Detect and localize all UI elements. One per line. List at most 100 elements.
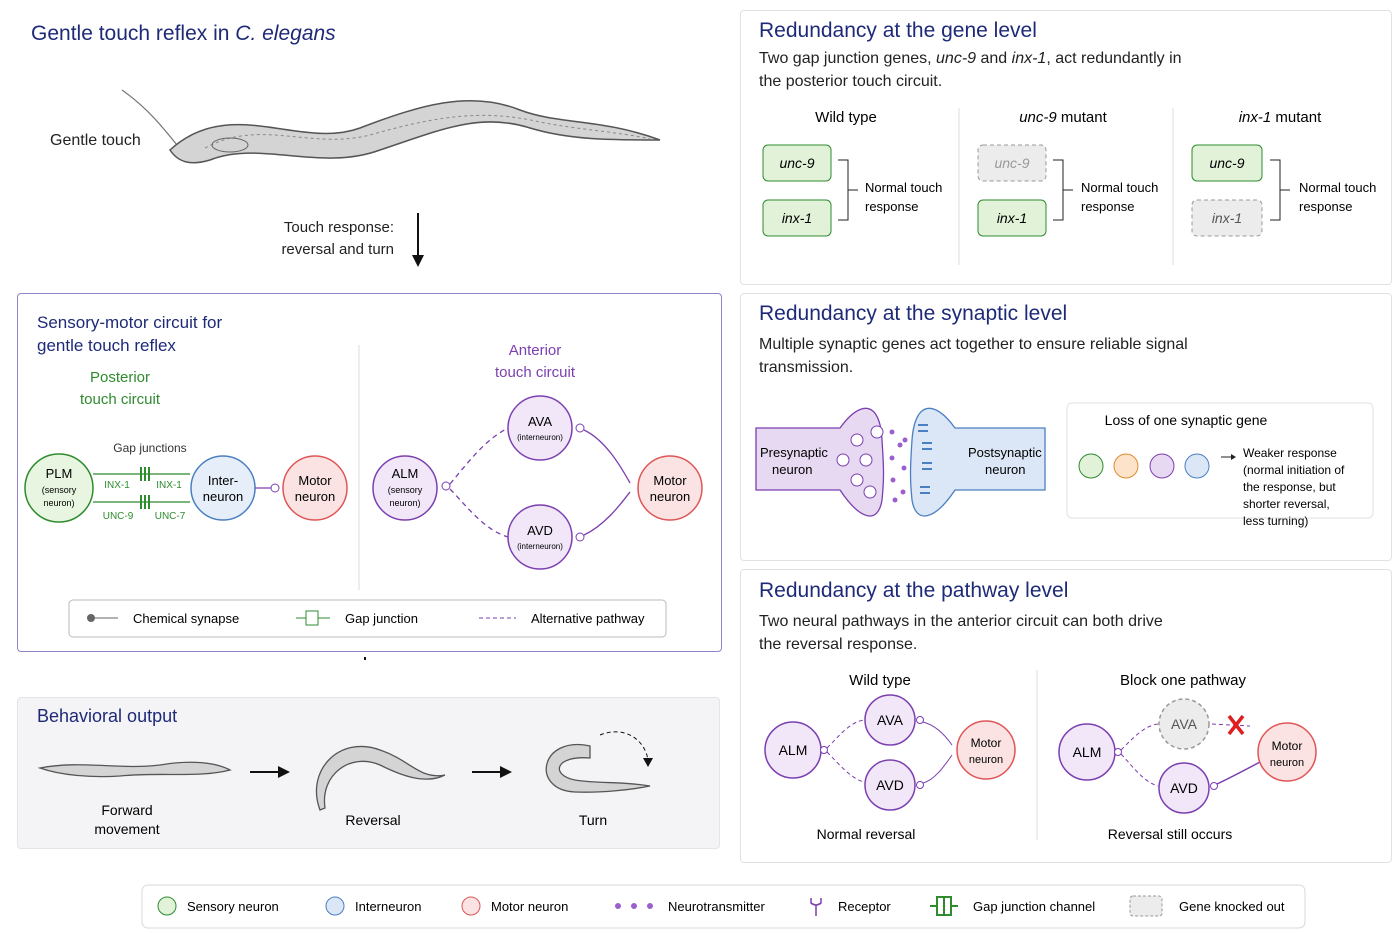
plm-neuron xyxy=(24,453,94,523)
gene-dot-green xyxy=(1078,453,1104,479)
gene-dot-orange xyxy=(1113,453,1139,479)
turn-label: Turn xyxy=(579,812,607,828)
legend-alt: Alternative pathway xyxy=(531,611,645,626)
circuit-legend xyxy=(68,599,667,638)
alm-neuron xyxy=(372,455,438,521)
inx1mut-normal-1: Normal touch xyxy=(1299,180,1376,195)
wt-unc9: unc-9 xyxy=(779,155,814,171)
reversal-still-occurs: Reversal still occurs xyxy=(1108,826,1232,842)
weaker-3: the response, but xyxy=(1243,480,1336,494)
touch-reflex-title: Gentle touch reflex in C. elegans xyxy=(31,22,336,45)
anterior-label-2: touch circuit xyxy=(495,364,576,381)
reversal-label: Reversal xyxy=(345,812,400,828)
wt-motor xyxy=(956,720,1016,780)
normal-reversal: Normal reversal xyxy=(817,826,916,842)
wt-avd-label: AVD xyxy=(876,777,904,793)
posterior-label-2: touch circuit xyxy=(80,391,161,408)
neurotransmitter-dots xyxy=(889,429,908,503)
legend-motor: Motor neuron xyxy=(491,899,568,914)
inx1mut-unc9: unc-9 xyxy=(1209,155,1244,171)
pathway-panel xyxy=(740,569,1392,863)
synaptic-desc: Multiple synaptic genes act together to … xyxy=(759,336,1188,376)
loss-box xyxy=(1066,402,1374,519)
unc7-label: UNC-7 xyxy=(155,511,186,522)
alm-sub1: (sensory xyxy=(388,485,423,495)
wt-avd xyxy=(864,759,916,811)
alm-sub2: neuron) xyxy=(389,498,420,508)
legend-chemical: Chemical synapse xyxy=(133,611,239,626)
receptor-icons xyxy=(918,424,932,494)
interneuron-icon xyxy=(325,896,345,916)
wt-ava-label: AVA xyxy=(877,712,904,728)
anterior-label-1: Anterior xyxy=(509,342,562,359)
block-motor xyxy=(1257,722,1317,782)
worm-illustration: Gentle touch Touch response: reversal an… xyxy=(50,89,661,267)
legend-receptor: Receptor xyxy=(838,899,891,914)
interneuron-label1: Inter- xyxy=(208,473,238,488)
wt-ava xyxy=(864,694,916,746)
motor-label2: neuron xyxy=(295,489,335,504)
inx1mut-normal-2: response xyxy=(1299,199,1352,214)
behavior-panel xyxy=(17,697,720,849)
unc9mut-inx1: inx-1 xyxy=(997,210,1027,226)
gene-panel xyxy=(740,10,1392,285)
weaker-4: shorter reversal, xyxy=(1243,497,1330,511)
inx1mut-inx1: inx-1 xyxy=(1212,210,1242,226)
forward-label-2: movement xyxy=(94,821,159,837)
gene-dot-blue xyxy=(1184,453,1210,479)
inx1-left-label: INX-1 xyxy=(104,480,130,491)
motor-a-label2: neuron xyxy=(650,489,690,504)
presynaptic-label-1: Presynaptic xyxy=(760,445,828,460)
gene-desc: Two gap junction genes, unc-9 and inx-1,… xyxy=(759,50,1182,90)
gene-dot-purple xyxy=(1149,453,1175,479)
pathway-diagram: Wild type Block one pathway ALM AVA AVD … xyxy=(764,670,1317,842)
postsynaptic-label-1: Postsynaptic xyxy=(968,445,1042,460)
circuit-title-2: gentle touch reflex xyxy=(37,336,176,355)
motor-neuron-posterior xyxy=(282,455,348,521)
gap-junction-icon xyxy=(140,467,150,509)
behavior-title: Behavioral output xyxy=(37,706,177,726)
postsynaptic-label-2: neuron xyxy=(985,462,1025,477)
block-ava xyxy=(1158,698,1210,750)
block-avd-label: AVD xyxy=(1170,780,1198,796)
block-motor-2: neuron xyxy=(1270,757,1304,769)
wt-normal-1: Normal touch xyxy=(865,180,942,195)
pathway-wt-title: Wild type xyxy=(849,672,911,689)
touch-response-line2: reversal and turn xyxy=(281,241,394,258)
gap-junctions-label: Gap junctions xyxy=(113,441,186,455)
motor-label1: Motor xyxy=(298,473,332,488)
motor-neuron-icon xyxy=(461,896,481,916)
plm-label: PLM xyxy=(46,466,73,481)
presynaptic-label-2: neuron xyxy=(772,462,812,477)
touch-response-line1: Touch response: xyxy=(284,219,394,236)
knocked-out-icon xyxy=(1129,895,1163,917)
circuit-diagram: Sensory-motor circuit for gentle touch r… xyxy=(24,313,703,660)
pathway-block-title: Block one pathway xyxy=(1120,672,1246,689)
vesicles xyxy=(836,425,884,499)
inx1-right-label: INX-1 xyxy=(156,480,182,491)
gene-col3-title: inx-1 mutant xyxy=(1239,109,1322,126)
gentle-touch-label: Gentle touch xyxy=(50,132,141,149)
motor-neuron-anterior xyxy=(637,455,703,521)
block-avd xyxy=(1158,762,1210,814)
unc9-label: UNC-9 xyxy=(103,511,134,522)
unc9mut-normal-2: response xyxy=(1081,199,1134,214)
pathway-desc: Two neural pathways in the anterior circ… xyxy=(759,613,1163,653)
motor-a-label1: Motor xyxy=(653,473,687,488)
ava-label: AVA xyxy=(528,414,552,429)
wt-motor-2: neuron xyxy=(969,754,1003,766)
pathway-title: Redundancy at the pathway level xyxy=(759,579,1069,602)
weaker-2: (normal initiation of xyxy=(1243,463,1345,477)
legend-inter: Interneuron xyxy=(355,899,422,914)
neurotransmitter-icon xyxy=(615,903,653,909)
gene-col2-title: unc-9 mutant xyxy=(1019,109,1107,126)
wt-motor-1: Motor xyxy=(971,736,1002,750)
avd-neuron xyxy=(507,504,573,570)
gap-junction-channel-icon xyxy=(930,896,958,916)
weaker-5: less turning) xyxy=(1243,514,1308,528)
circuit-panel xyxy=(17,293,722,652)
ava-neuron xyxy=(507,395,573,461)
block-x-icon xyxy=(1227,714,1245,736)
block-alm-label: ALM xyxy=(1073,744,1102,760)
wt-alm-label: ALM xyxy=(779,742,808,758)
